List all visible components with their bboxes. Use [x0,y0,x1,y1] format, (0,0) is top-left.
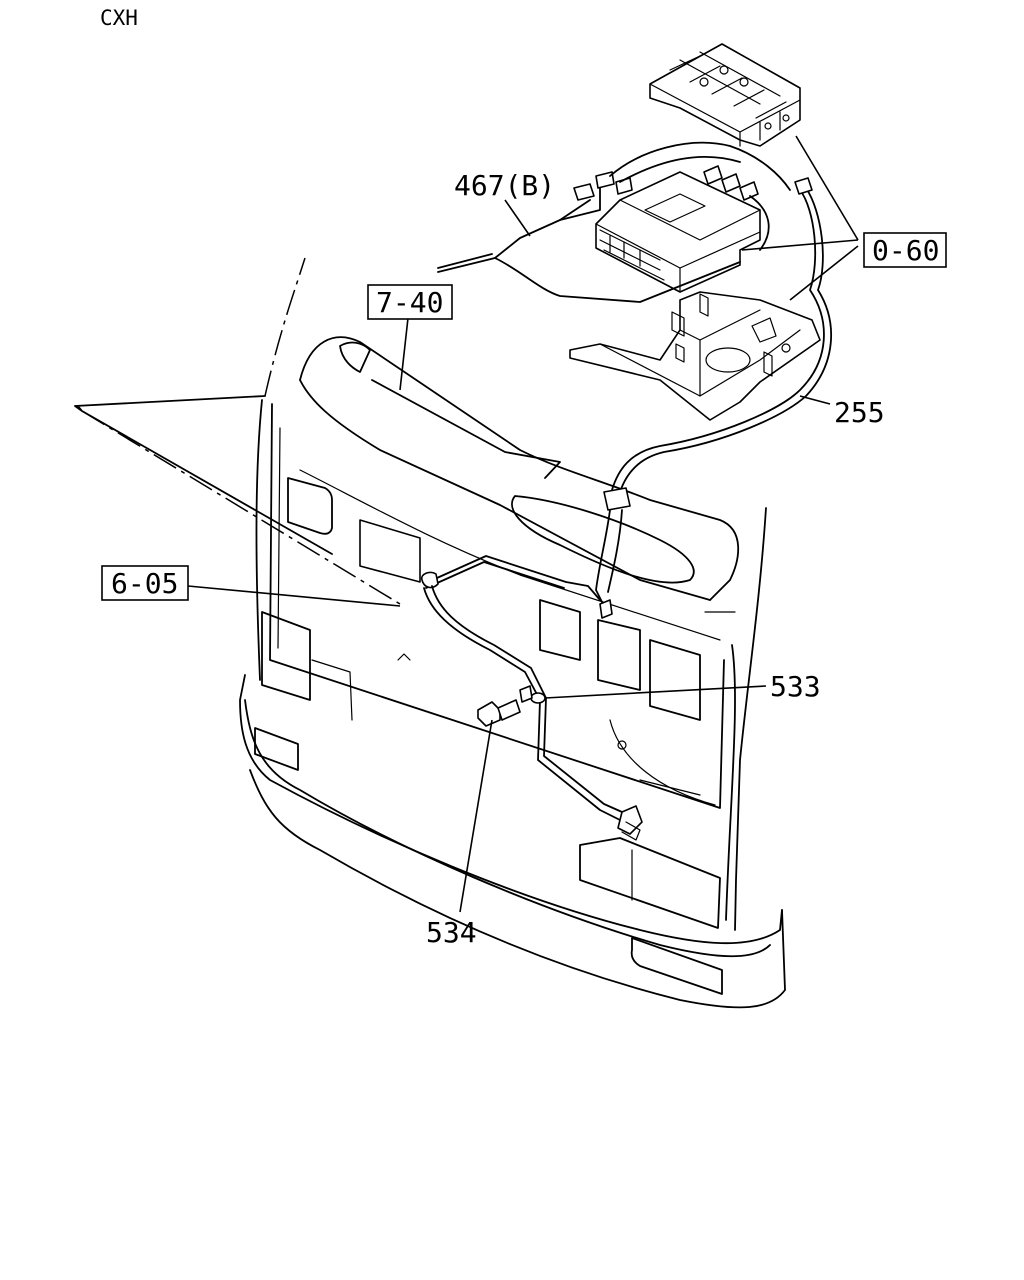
label-7-40: 7-40 [376,286,443,319]
label-6-05: 6-05 [111,567,178,600]
label-533: 533 [770,670,821,703]
ref-box-6-05 [101,565,189,601]
cab-front-panel [74,257,786,1009]
label-0-60: 0-60 [872,234,939,267]
model-code: CXH [100,6,138,30]
bolt-534 [477,701,501,727]
label-467b: 467(B) [454,169,555,202]
callouts: 467(B) 0-60 7-40 255 6-05 533 534 [101,169,947,949]
ref-box-0-60 [863,232,947,268]
ref-box-7-40 [367,284,453,320]
ecu-assembly [569,43,821,421]
wire-harness [420,141,833,841]
leader-lines [187,135,859,913]
clip-533 [530,692,546,704]
clip-and-bolt [477,685,546,727]
label-534: 534 [426,916,477,949]
label-255: 255 [834,396,885,429]
